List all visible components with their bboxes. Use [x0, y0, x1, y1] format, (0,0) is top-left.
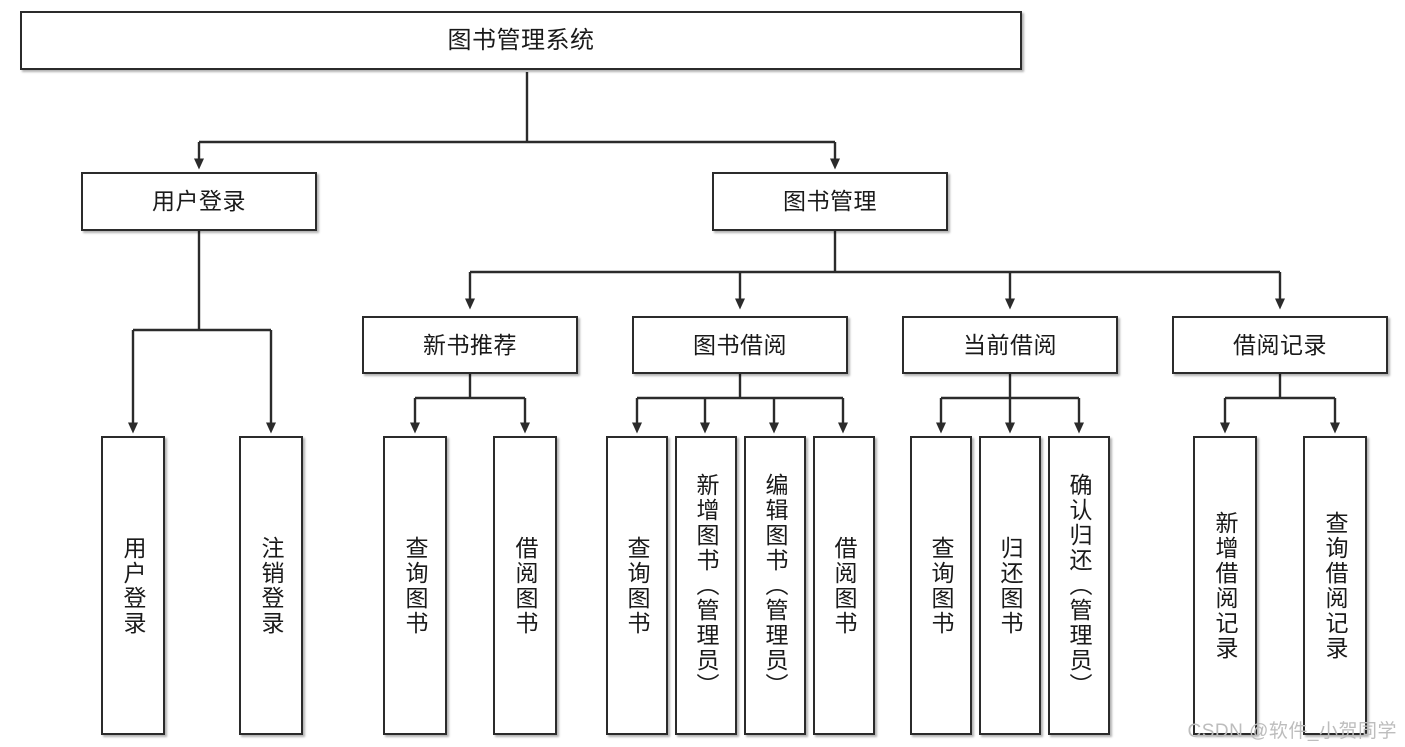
node-label: 查询图书	[402, 535, 429, 636]
node-user-login[interactable]: 用户登录	[81, 172, 317, 231]
node-label: 归还图书	[997, 535, 1024, 636]
node-label: 编辑图书（管理员）	[762, 473, 789, 698]
node-book-borrow[interactable]: 图书借阅	[632, 316, 848, 374]
node-new-book-recommend[interactable]: 新书推荐	[362, 316, 578, 374]
node-label: 查询借阅记录	[1322, 510, 1349, 661]
node-label: 查询图书	[624, 535, 651, 636]
leaf-query-borrow-record[interactable]: 查询借阅记录	[1303, 436, 1367, 735]
leaf-query-book-borrow[interactable]: 查询图书	[606, 436, 668, 735]
node-label: 查询图书	[928, 535, 955, 636]
node-current-borrow[interactable]: 当前借阅	[902, 316, 1118, 374]
node-label: 当前借阅	[963, 331, 1057, 358]
leaf-edit-book-admin[interactable]: 编辑图书（管理员）	[744, 436, 806, 735]
node-borrow-record[interactable]: 借阅记录	[1172, 316, 1388, 374]
leaf-user-login[interactable]: 用户登录	[101, 436, 165, 735]
leaf-logout[interactable]: 注销登录	[239, 436, 303, 735]
leaf-confirm-return-admin[interactable]: 确认归还（管理员）	[1048, 436, 1110, 735]
node-label: 图书借阅	[693, 331, 787, 358]
node-label: 新增借阅记录	[1212, 510, 1239, 661]
leaf-borrow-book[interactable]: 借阅图书	[813, 436, 875, 735]
node-book-management[interactable]: 图书管理	[712, 172, 948, 231]
node-label: 用户登录	[152, 188, 246, 215]
leaf-query-book-current[interactable]: 查询图书	[910, 436, 972, 735]
leaf-add-borrow-record[interactable]: 新增借阅记录	[1193, 436, 1257, 735]
leaf-borrow-book-recommend[interactable]: 借阅图书	[493, 436, 557, 735]
node-label: 图书管理	[783, 188, 877, 215]
node-root-system[interactable]: 图书管理系统	[20, 11, 1022, 70]
leaf-query-book-recommend[interactable]: 查询图书	[383, 436, 447, 735]
leaf-add-book-admin[interactable]: 新增图书（管理员）	[675, 436, 737, 735]
node-label: 新书推荐	[423, 331, 517, 358]
node-label: 用户登录	[120, 535, 147, 636]
node-label: 借阅图书	[512, 535, 539, 636]
leaf-return-book[interactable]: 归还图书	[979, 436, 1041, 735]
node-label: 注销登录	[258, 535, 285, 636]
node-label: 图书管理系统	[447, 26, 595, 54]
node-label: 确认归还（管理员）	[1066, 473, 1093, 698]
node-label: 借阅记录	[1233, 331, 1327, 358]
node-label: 新增图书（管理员）	[693, 473, 720, 698]
node-label: 借阅图书	[831, 535, 858, 636]
